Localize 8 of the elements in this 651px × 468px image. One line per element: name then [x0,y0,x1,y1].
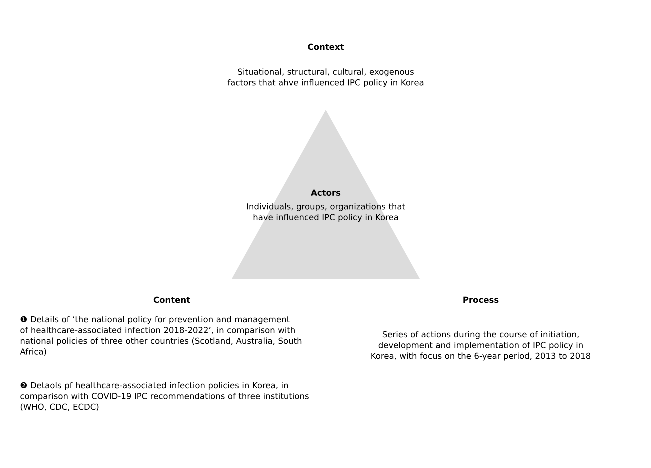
description-text: Situational, structural, cultural, exogenous factors that ahve influenced IPC policy in Korea [228,68,424,88]
heading: Content [154,296,190,304]
triangle-node: Actors Individuals, groups, organizations that have influenced IPC policy in Korea [232,110,420,279]
description-text: Series of actions during the course of initiation, development and implementation of IPC policy in Korea, with focus on the 6-year period, 2013 to 2018 [372,331,591,361]
description-text: ❶ Details of ‘the national policy for prevention and management of healthcare-associated infection 2018-2022’, in comparison with national policies of three other countries (Scotland, Australia, South Africa) [20,316,302,356]
heading: Process [464,296,499,304]
heading: Context [308,44,344,50]
description-text: ❷ Detaols pf healthcare-associated infection policies in Korea, in comparison with COVID-19 IPC recommendations of three institutions (WHO, CDC, ECDC) [20,382,309,412]
